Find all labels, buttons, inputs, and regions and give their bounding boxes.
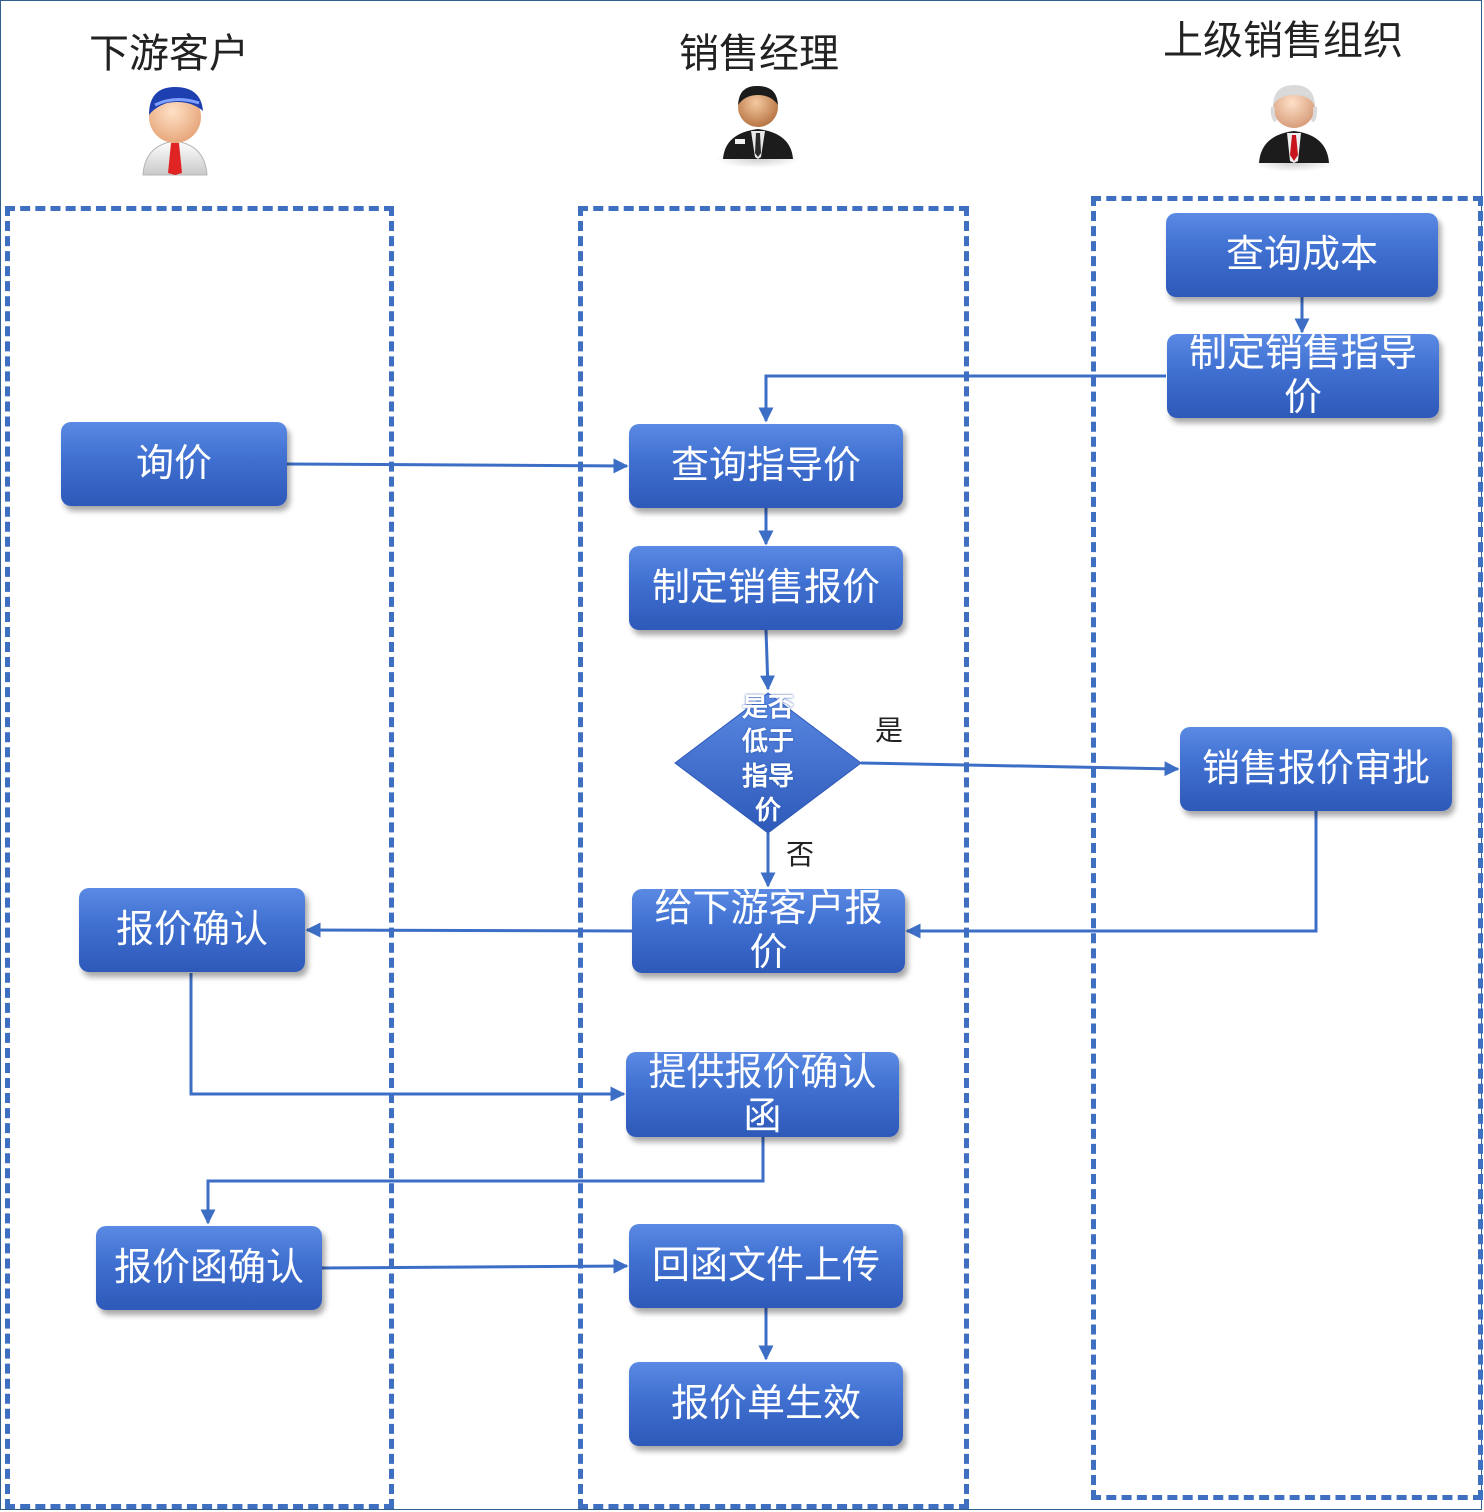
edge-inquiry-to-query xyxy=(286,458,629,474)
edge-guide-to-query xyxy=(758,374,1166,423)
edge-approval-to-customerquote xyxy=(905,811,1318,939)
node-query-guide-price[interactable]: 查询指导价 xyxy=(629,424,903,508)
edge-confirm-to-letter xyxy=(189,973,626,1102)
node-quote-effective[interactable]: 报价单生效 xyxy=(629,1362,903,1446)
edge-label-yes: 是 xyxy=(875,714,904,747)
node-provide-letter[interactable]: 提供报价确认函 xyxy=(626,1052,899,1137)
node-upload-reply[interactable]: 回函文件上传 xyxy=(629,1224,903,1308)
edge-customerquote-to-confirm xyxy=(305,922,633,938)
edge-decision-yes xyxy=(860,761,1180,777)
edge-letterconfirm-to-upload xyxy=(321,1258,629,1274)
node-quote-approval[interactable]: 销售报价审批 xyxy=(1180,727,1452,811)
node-letter-confirm[interactable]: 报价函确认 xyxy=(96,1226,322,1310)
edge-label-no: 否 xyxy=(786,838,815,871)
edge-letter-to-letterconfirm xyxy=(200,1137,765,1225)
decision-diamond xyxy=(674,692,862,834)
node-inquiry[interactable]: 询价 xyxy=(61,422,287,506)
superior-avatar-icon xyxy=(1254,85,1334,172)
lane-customer xyxy=(5,206,394,1509)
lane-title-customer: 下游客户 xyxy=(89,31,249,77)
node-query-cost[interactable]: 查询成本 xyxy=(1166,213,1438,297)
lane-title-superior: 上级销售组织 xyxy=(1163,18,1403,64)
lane-superior xyxy=(1091,196,1483,1500)
edge-quote-to-decision xyxy=(760,629,776,691)
node-quote-to-customer[interactable]: 给下游客户报价 xyxy=(632,889,905,973)
manager-avatar-icon xyxy=(716,85,800,168)
lane-manager xyxy=(578,206,969,1509)
node-make-quote[interactable]: 制定销售报价 xyxy=(629,546,903,630)
lane-title-manager: 销售经理 xyxy=(679,31,839,77)
node-quote-confirm[interactable]: 报价确认 xyxy=(79,888,305,972)
node-set-guide-price[interactable]: 制定销售指导价 xyxy=(1167,334,1439,418)
decision-label: 是否低于指导价 xyxy=(741,693,794,826)
customer-avatar-icon xyxy=(142,87,208,176)
